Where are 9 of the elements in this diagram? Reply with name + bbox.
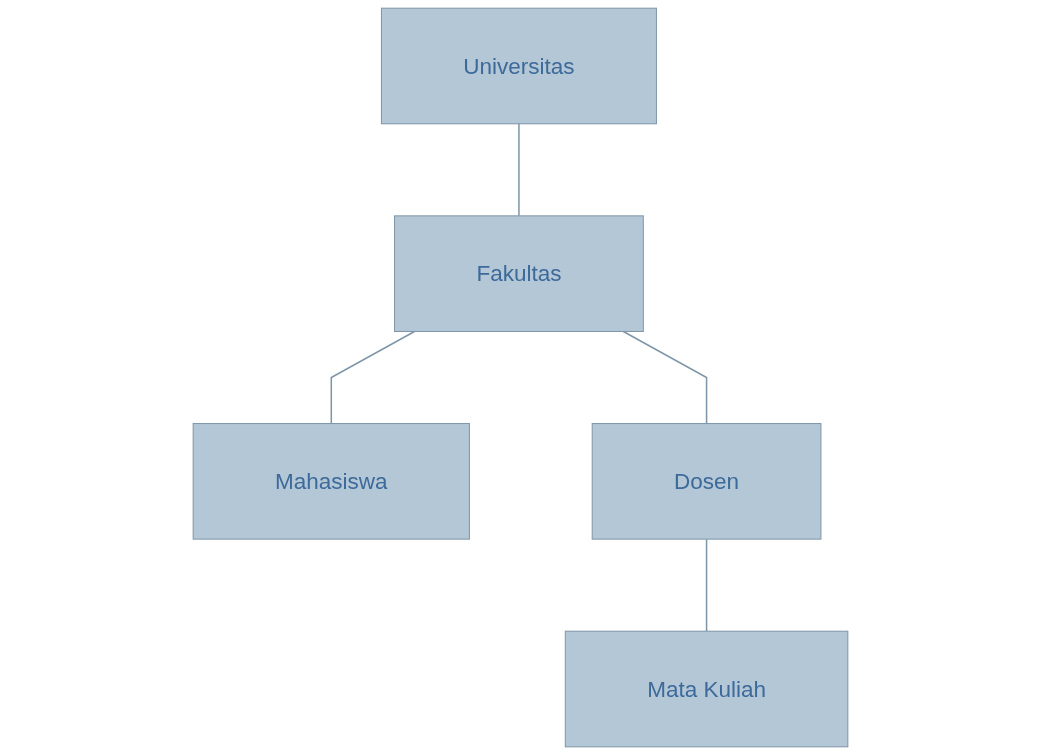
node-box: Universitas	[380, 7, 657, 125]
connector	[518, 123, 520, 217]
node-box: Mata Kuliah	[564, 630, 849, 748]
connector	[622, 330, 708, 425]
node-box: Dosen	[591, 423, 822, 540]
node-box: Mahasiswa	[192, 423, 470, 540]
connector	[705, 538, 708, 632]
node-box: Fakultas	[394, 215, 644, 332]
connector	[330, 330, 416, 425]
